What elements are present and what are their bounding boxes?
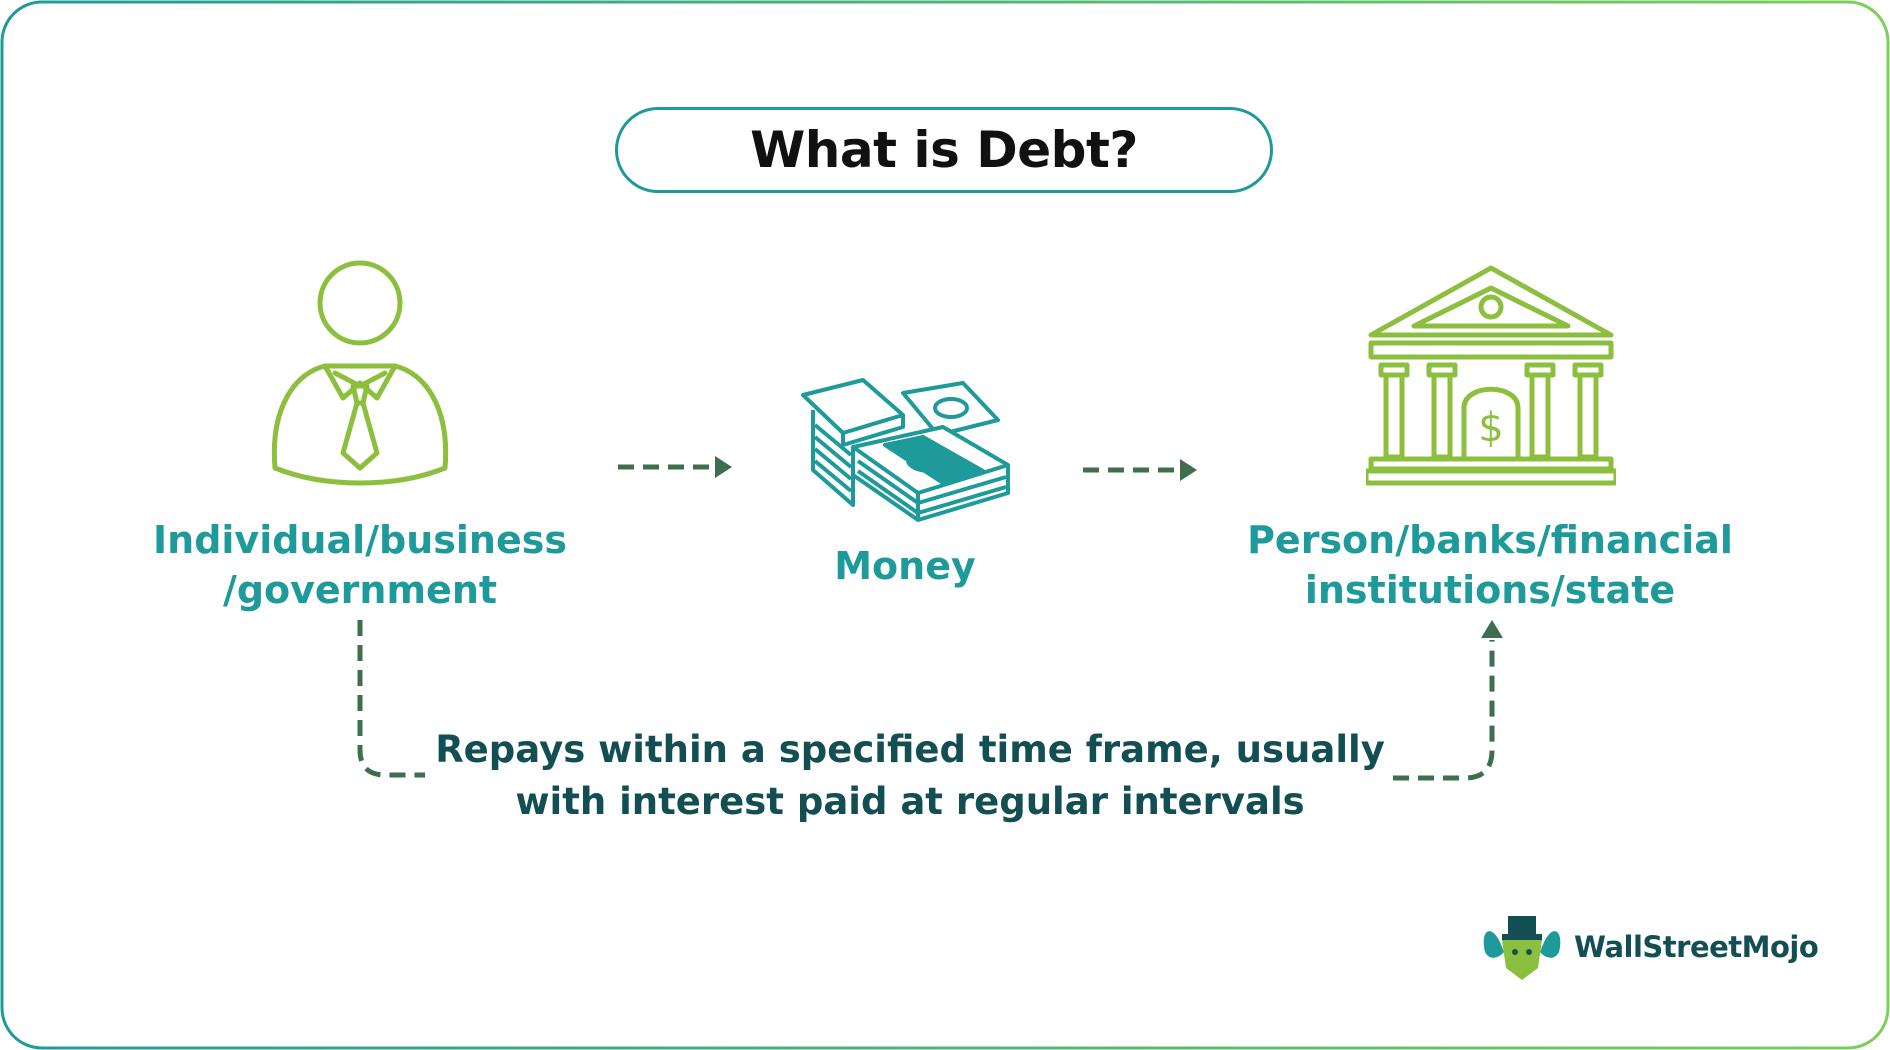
title-box: What is Debt? xyxy=(615,107,1273,193)
borrower-label-line1: Individual/business xyxy=(153,518,567,562)
cash-stack-icon xyxy=(801,378,1010,522)
businessman-icon xyxy=(271,260,449,486)
page-title: What is Debt? xyxy=(750,121,1138,179)
repayment-text: Repays within a specified time frame, us… xyxy=(420,724,1400,828)
lender-label-line1: Person/banks/financial xyxy=(1247,518,1733,562)
wallstreetmojo-logo-icon xyxy=(1483,916,1561,980)
money-label-text: Money xyxy=(834,544,976,588)
brand-name: WallStreetMojo xyxy=(1574,930,1819,964)
repayment-line1: Repays within a specified time frame, us… xyxy=(435,728,1385,771)
lender-label: Person/banks/financial institutions/stat… xyxy=(1230,515,1750,615)
borrower-label-line2: /government xyxy=(222,568,498,612)
borrower-label: Individual/business /government xyxy=(120,515,600,615)
brand-logo[interactable]: WallStreetMojo xyxy=(1480,912,1819,982)
bank-icon: $ xyxy=(1366,265,1616,486)
lender-label-line2: institutions/state xyxy=(1304,568,1676,612)
repayment-line2: with interest paid at regular intervals xyxy=(515,780,1305,823)
dollar-sign-icon: $ xyxy=(1478,405,1503,451)
money-label: Money xyxy=(770,541,1040,591)
